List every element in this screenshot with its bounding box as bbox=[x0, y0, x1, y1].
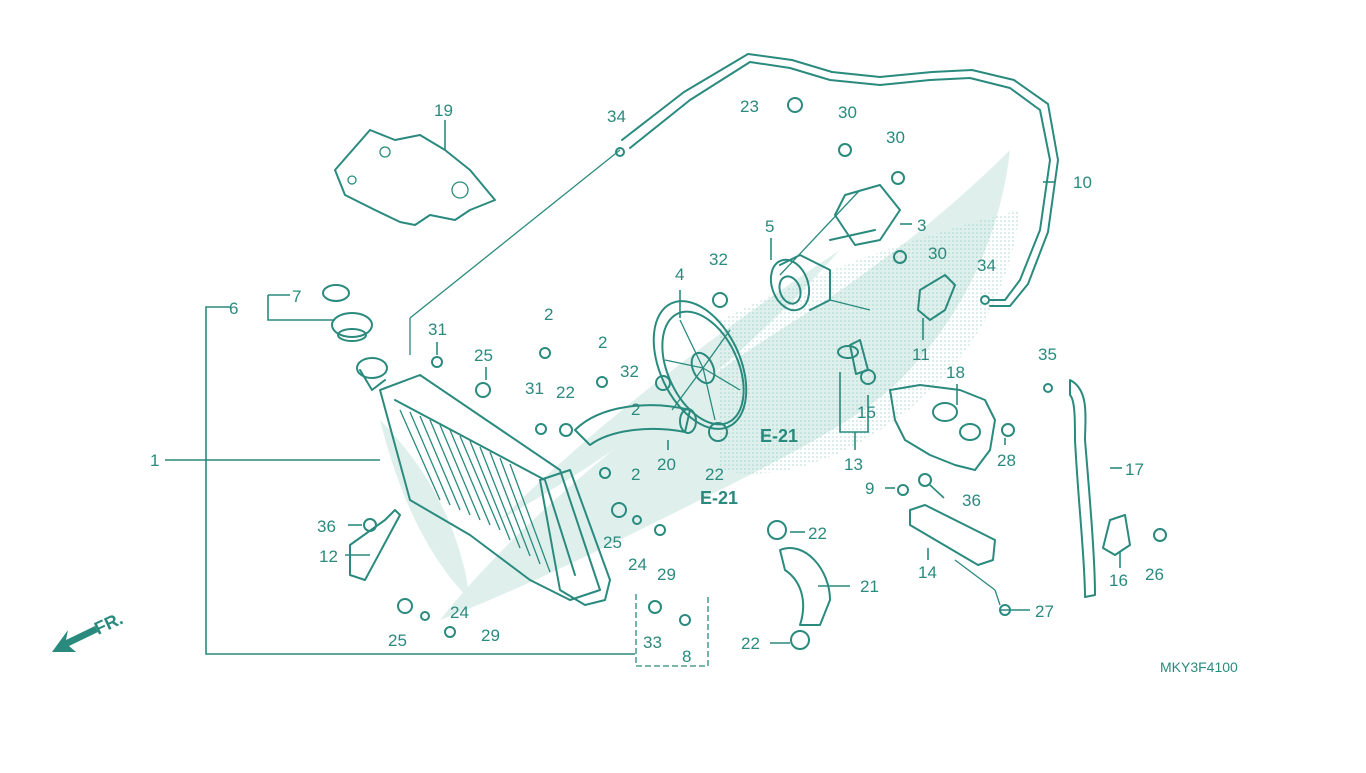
callout-5: 5 bbox=[765, 217, 774, 236]
group-bracket bbox=[205, 294, 709, 667]
callout-36: 36 bbox=[317, 517, 336, 536]
callout-22: 22 bbox=[556, 383, 575, 402]
callout-21: 21 bbox=[860, 577, 879, 596]
callout-30: 30 bbox=[886, 128, 905, 147]
front-label: FR. bbox=[91, 608, 126, 638]
callout-15: 15 bbox=[857, 403, 876, 422]
callout-20: 20 bbox=[657, 455, 676, 474]
callout-7: 7 bbox=[292, 287, 301, 306]
radiator-cap bbox=[322, 284, 373, 342]
callout-32: 32 bbox=[709, 250, 728, 269]
callout-34: 34 bbox=[977, 256, 996, 275]
callout-2: 2 bbox=[631, 400, 640, 419]
callout-25: 25 bbox=[474, 346, 493, 365]
callout-1: 1 bbox=[150, 451, 159, 470]
callout-34: 34 bbox=[607, 107, 626, 126]
callout-23: 23 bbox=[740, 97, 759, 116]
callout-24: 24 bbox=[628, 555, 647, 574]
overflow-hose bbox=[409, 53, 1059, 355]
fan-shroud bbox=[889, 384, 996, 471]
callout-6: 6 bbox=[229, 299, 238, 318]
lower-cover bbox=[909, 504, 1001, 606]
callout-22: 22 bbox=[741, 634, 760, 653]
callout-19: 19 bbox=[434, 101, 453, 120]
radiator-core bbox=[165, 357, 611, 606]
callout-36: 36 bbox=[962, 491, 981, 510]
cooling-fan bbox=[652, 300, 748, 430]
callout-8: 8 bbox=[682, 647, 691, 666]
callout-28: 28 bbox=[997, 451, 1016, 470]
callout-29: 29 bbox=[657, 565, 676, 584]
callout-11: 11 bbox=[912, 345, 930, 364]
callout-17: 17 bbox=[1125, 460, 1144, 479]
callout-22: 22 bbox=[808, 524, 827, 543]
callout-30: 30 bbox=[838, 103, 857, 122]
front-arrow-icon bbox=[52, 626, 98, 652]
callout-2: 2 bbox=[598, 333, 607, 352]
callout-33: 33 bbox=[643, 633, 662, 652]
callout-14: 14 bbox=[918, 563, 937, 582]
callout-12: 12 bbox=[319, 547, 338, 566]
callout-27: 27 bbox=[1035, 602, 1054, 621]
callout-16: 16 bbox=[1109, 571, 1128, 590]
callout-4: 4 bbox=[675, 265, 684, 284]
callout-31: 31 bbox=[525, 379, 544, 398]
bracket-plate bbox=[334, 120, 496, 226]
callout-26: 26 bbox=[1145, 565, 1164, 584]
callout-29: 29 bbox=[481, 626, 500, 645]
callout-3: 3 bbox=[917, 216, 926, 235]
callout-30: 30 bbox=[928, 244, 947, 263]
callout-10: 10 bbox=[1073, 173, 1092, 192]
callout-18: 18 bbox=[946, 363, 965, 382]
ref-label: E-21 bbox=[700, 488, 738, 508]
fan-motor bbox=[769, 184, 901, 312]
callout-2: 2 bbox=[544, 305, 553, 324]
callout-25: 25 bbox=[388, 631, 407, 650]
callout-22: 22 bbox=[705, 465, 724, 484]
mount-brackets bbox=[349, 274, 1131, 581]
callout-2: 2 bbox=[631, 465, 640, 484]
callout-32: 32 bbox=[620, 362, 639, 381]
callout-13: 13 bbox=[844, 455, 863, 474]
diagram-code: MKY3F4100 bbox=[1160, 659, 1238, 675]
callout-35: 35 bbox=[1038, 345, 1057, 364]
ref-label: E-21 bbox=[760, 426, 798, 446]
leader-lines bbox=[345, 181, 1122, 644]
fasteners bbox=[363, 97, 1167, 650]
callout-9: 9 bbox=[865, 479, 874, 498]
callout-31: 31 bbox=[428, 320, 447, 339]
callout-25: 25 bbox=[603, 533, 622, 552]
callout-24: 24 bbox=[450, 603, 469, 622]
